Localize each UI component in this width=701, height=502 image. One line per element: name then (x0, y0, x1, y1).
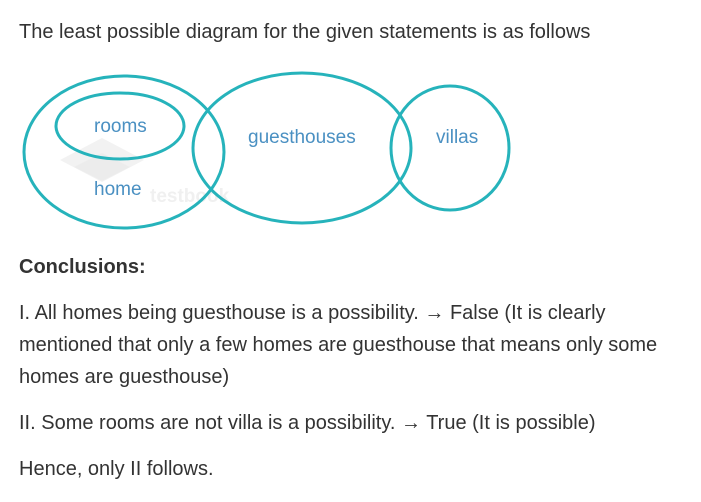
guesthouses-label: guesthouses (248, 127, 356, 148)
home-circle (22, 74, 226, 230)
intro-text: The least possible diagram for the given… (19, 21, 591, 43)
rooms-circle (54, 91, 186, 161)
conclusions-heading: Conclusions: (19, 256, 146, 278)
conclusion-2: II. Some rooms are not villa is a possib… (19, 412, 596, 434)
venn-diagram: testbook rooms home guesthouses villas (22, 71, 511, 230)
villas-label: villas (436, 127, 478, 148)
rooms-label: rooms (94, 116, 147, 137)
home-label: home (94, 179, 142, 200)
villas-circle (389, 84, 511, 212)
guesthouses-circle (191, 71, 413, 225)
conclusion-1: I. All homes being guesthouse is a possi… (19, 302, 658, 388)
summary-text: Hence, only II follows. (19, 458, 214, 480)
